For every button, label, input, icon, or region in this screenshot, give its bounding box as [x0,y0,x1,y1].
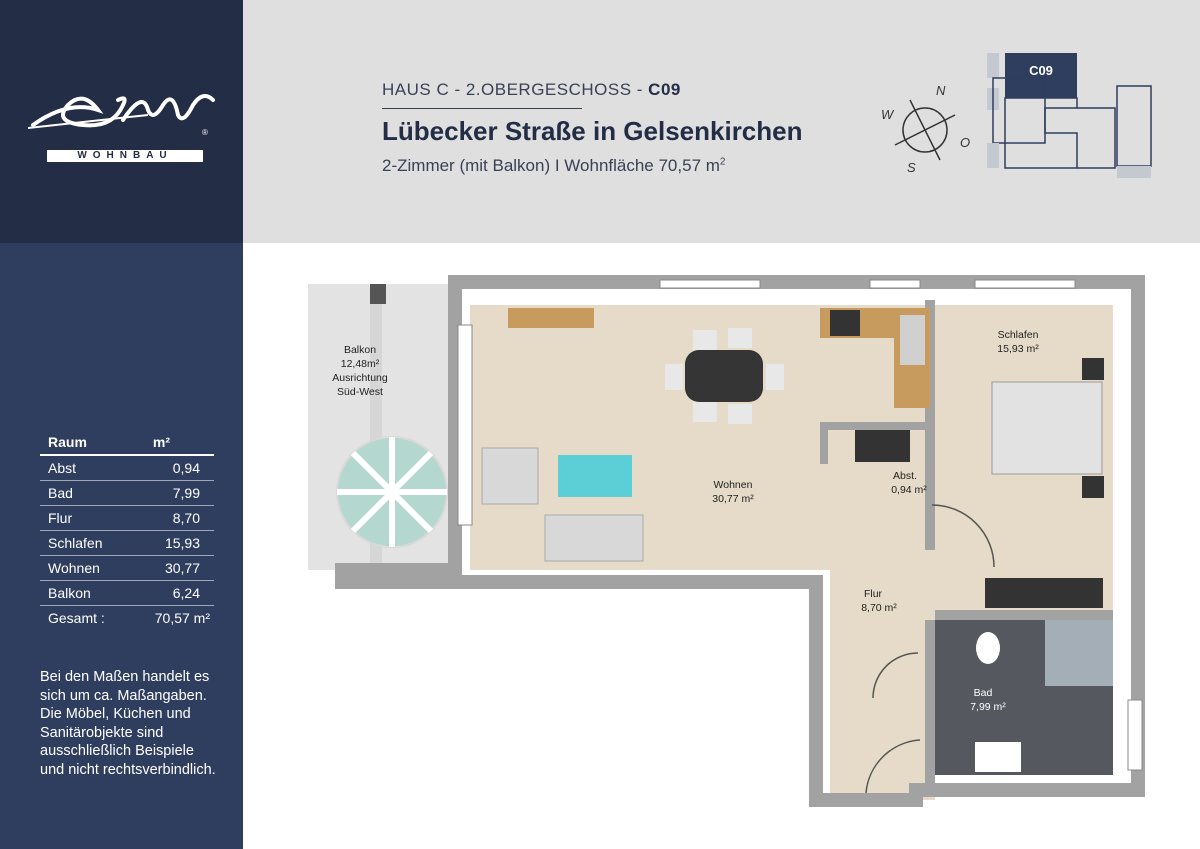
room-table-header: Raum m² [40,430,214,456]
label-abst: Abst. [893,470,917,482]
room-area: 7,99 [172,485,200,501]
header-rule [382,108,582,109]
unit-subtitle: HAUS C - 2.OBERGESCHOSS - C09 [382,80,681,100]
room-area: 6,24 [172,585,200,601]
dining-table [685,350,763,402]
room-name: Abst [48,460,77,476]
logo-sub: WOHNBAU [47,150,203,162]
sidebar [0,243,243,849]
logo-script [28,94,215,129]
armchair [481,447,539,505]
washbasin-icon [975,742,1021,772]
brand-panel: ® WOHNBAU [0,0,243,243]
table-row: Abst 0,94 [40,456,214,481]
room-name: Schlafen [48,535,103,551]
room-area: 15,93 [164,535,200,551]
subtitle-prefix: HAUS C - 2.OBERGESCHOSS - [382,80,649,99]
total-area: 70,57 m² [154,610,210,626]
compass-icon: N W O S [881,83,970,175]
unit-code: C09 [648,80,681,99]
table-row: Wohnen 30,77 [40,556,214,581]
storage-cabinet [855,430,910,462]
label-balkon-orient-1: Ausrichtung [332,372,388,384]
wardrobe [985,578,1103,608]
unit-info-sup: 2 [719,156,726,168]
table-row: Bad 7,99 [40,481,214,506]
compass-n: N [936,83,946,98]
label-bad: Bad [974,687,993,699]
header-band [243,0,1200,243]
sofa [544,514,644,562]
room-name: Balkon [48,585,91,601]
label-balkon: Balkon [344,344,376,356]
table-row: Balkon 6,24 [40,581,214,606]
col-room: Raum [48,434,87,450]
label-bad-area: 7,99 m² [970,701,1006,713]
room-table: Raum m² Abst 0,94 Bad 7,99 Flur 8,70 Schlaf… [40,430,214,630]
table-row: Schlafen 15,93 [40,531,214,556]
table-total-row: Gesamt : 70,57 m² [40,606,214,630]
room-name: Bad [48,485,73,501]
page-title: Lübecker Straße in Gelsenkirchen [382,116,803,146]
keyplan-unit-label: C09 [1029,63,1053,78]
room-area: 8,70 [172,510,200,526]
label-flur: Flur [864,588,883,600]
label-abst-area: 0,94 m² [891,484,927,496]
floor-plan: Balkon 12,48m² Ausrichtung Süd-West Wohn… [308,275,1145,807]
cooktop-icon [830,310,860,336]
unit-info: 2-Zimmer (mit Balkon) I Wohnfläche 70,57… [382,156,725,176]
compass-o: O [960,135,970,150]
keyplan: C09 [987,53,1152,178]
unit-info-text: 2-Zimmer (mit Balkon) I Wohnfläche 70,57… [382,156,720,175]
label-wohnen-area: 30,77 m² [712,493,754,505]
toilet-icon [976,632,1000,664]
label-schlafen-area: 15,93 m² [997,343,1039,355]
disclaimer: Bei den Maßen handelt es sich um ca. Maß… [40,669,216,778]
label-wohnen: Wohnen [714,479,753,491]
table-row: Flur 8,70 [40,506,214,531]
label-schlafen: Schlafen [998,329,1039,341]
double-bed [991,381,1103,475]
shower [1045,620,1113,686]
room-name: Flur [48,510,73,526]
total-label: Gesamt : [48,610,105,626]
col-area: m² [152,434,170,450]
coffee-table [558,455,632,497]
registered-icon: ® [202,128,208,137]
sideboard [508,308,594,328]
label-balkon-orient-2: Süd-West [337,386,383,398]
sink-icon [900,315,925,365]
room-area: 0,94 [172,460,200,476]
hall-floor [830,560,935,800]
compass-w: W [881,107,895,122]
label-balkon-area: 12,48m² [341,358,380,370]
room-name: Wohnen [48,560,100,576]
room-area: 30,77 [164,560,200,576]
compass-s: S [907,160,916,175]
exterior-walls [335,275,1145,807]
label-flur-area: 8,70 m² [861,602,897,614]
